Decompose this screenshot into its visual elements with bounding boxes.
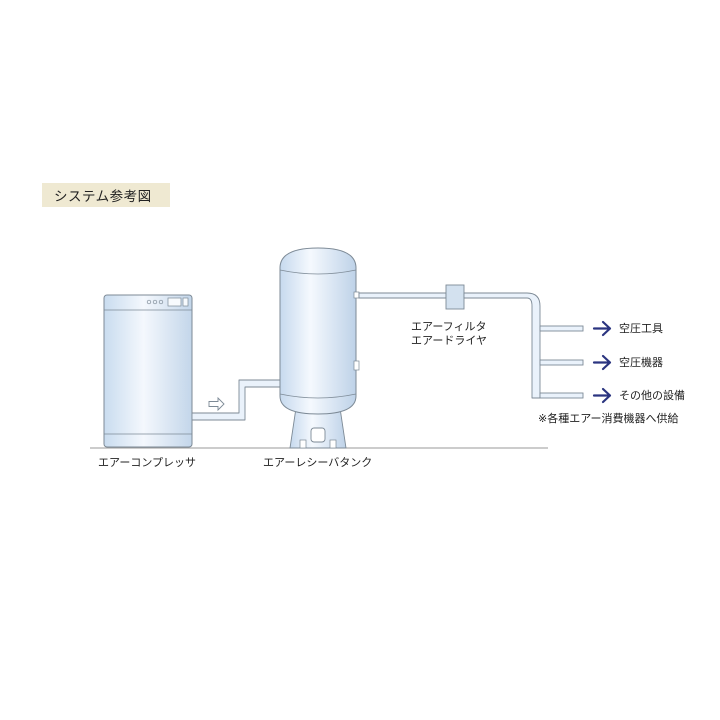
receiver-tank-label: エアーレシーバタンク [263, 456, 373, 469]
output-label-1: 空圧工具 [619, 322, 663, 335]
output-arrow-icon-3 [592, 387, 612, 404]
branch-pipe-1 [539, 325, 584, 332]
output-label-3: その他の設備 [619, 389, 685, 402]
compressor-label: エアーコンプレッサ [98, 456, 197, 469]
branch-pipe-3 [539, 392, 584, 399]
flow-arrow-icon [208, 396, 225, 412]
output-arrow-icon-2 [592, 354, 612, 371]
air-filter-dryer [445, 284, 465, 310]
air-compressor [103, 294, 193, 448]
control-panel-icon [146, 297, 189, 307]
filter-label-line1: エアーフィルタ [411, 320, 487, 333]
pipe-filter-to-header [463, 292, 541, 399]
branch-pipe-2 [539, 359, 584, 366]
filter-label-line2: エアードライヤ [411, 334, 488, 347]
pipe-tank-to-filter [358, 292, 447, 299]
supply-note: ※各種エアー消費機器へ供給 [538, 412, 679, 425]
air-receiver-tank [279, 247, 360, 449]
diagram-title-text: システム参考図 [54, 189, 152, 205]
pipe-compressor-to-tank [191, 379, 283, 421]
diagram-title: システム参考図 [42, 183, 170, 207]
output-arrow-icon-1 [592, 320, 612, 337]
output-label-2: 空圧機器 [619, 356, 663, 369]
